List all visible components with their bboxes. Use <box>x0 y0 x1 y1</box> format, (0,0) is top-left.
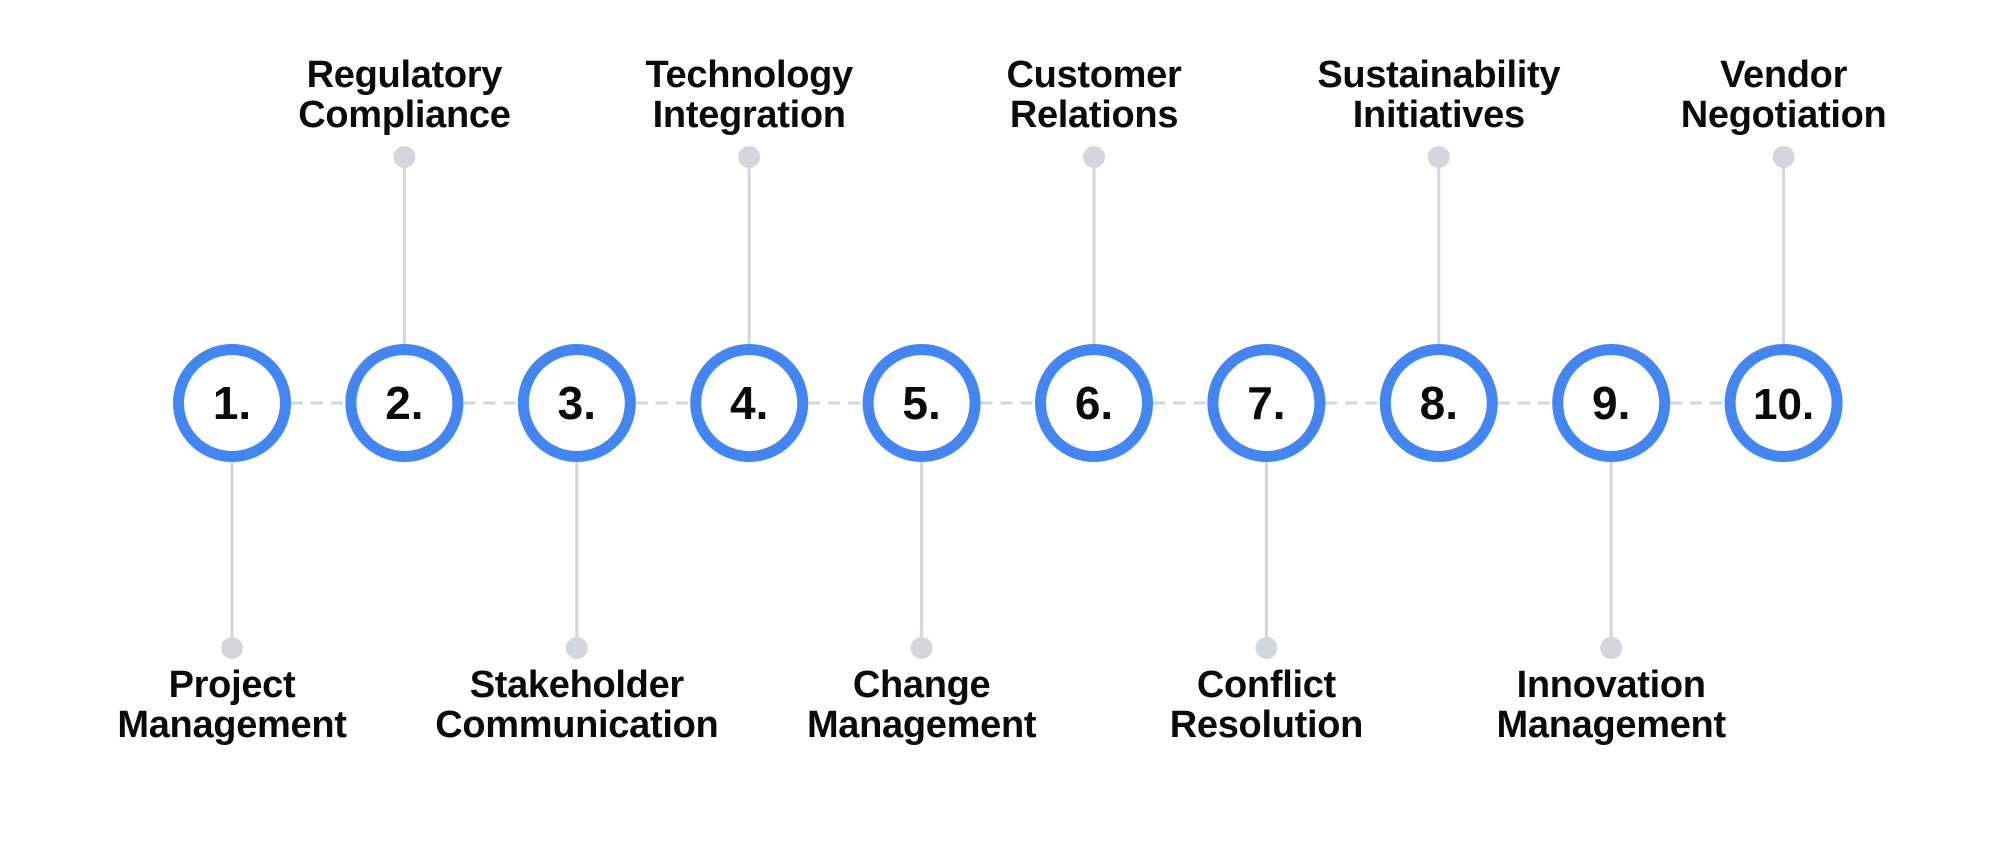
step-label-line: Project <box>168 664 296 706</box>
leader-dot <box>738 146 761 168</box>
step-label-line: Change <box>852 664 991 706</box>
step-circle <box>1379 344 1498 462</box>
leader-dot <box>393 146 416 168</box>
step-circle <box>1552 344 1671 462</box>
step-number: 6. <box>1075 377 1113 429</box>
leader-dot <box>1255 637 1278 659</box>
leader-dot <box>1427 146 1450 168</box>
step-label-line: Resolution <box>1169 704 1364 746</box>
leader-dot <box>565 637 588 659</box>
step-label-line: Integration <box>652 94 846 136</box>
step-label-line: Initiatives <box>1352 94 1525 136</box>
step-number: 10. <box>1753 380 1814 429</box>
leader-dot <box>1600 637 1623 659</box>
step-number: 7. <box>1247 377 1285 429</box>
step-number: 1. <box>213 377 251 429</box>
step-label-line: Sustainability <box>1317 54 1561 96</box>
leader-dot <box>1772 146 1795 168</box>
step-number: 4. <box>730 377 768 429</box>
step-label-line: Management <box>117 704 347 746</box>
step-label-line: Stakeholder <box>469 664 685 706</box>
step-label-line: Management <box>1496 704 1727 746</box>
step-label-line: Conflict <box>1196 664 1336 706</box>
leader-dot <box>1083 146 1105 168</box>
step-label-line: Compliance <box>298 94 511 136</box>
step-label-line: Communication <box>435 704 719 746</box>
step-label-line: Regulatory <box>306 54 503 96</box>
step-circle <box>862 344 981 462</box>
step-circle <box>517 344 636 462</box>
step-circle <box>1035 344 1153 462</box>
step-number: 9. <box>1592 377 1630 429</box>
step-label-line: Vendor <box>1720 54 1848 96</box>
step-circle <box>1207 344 1326 462</box>
step-circle <box>345 344 464 462</box>
step-label-line: Management <box>806 704 1037 746</box>
step-label-line: Negotiation <box>1680 94 1887 136</box>
leader-dot <box>910 637 933 659</box>
step-label-line: Customer <box>1006 54 1182 96</box>
step-label-line: Technology <box>645 54 853 96</box>
step-number: 2. <box>385 377 423 429</box>
step-number: 8. <box>1420 377 1458 429</box>
step-circle <box>690 344 809 462</box>
leader-dot <box>221 637 243 659</box>
step-circle <box>173 344 291 462</box>
step-label-line: Relations <box>1009 94 1179 136</box>
step-label-line: Innovation <box>1516 664 1706 706</box>
step-number: 5. <box>902 377 940 429</box>
step-number: 3. <box>558 377 596 429</box>
step-circle <box>1724 344 1843 462</box>
